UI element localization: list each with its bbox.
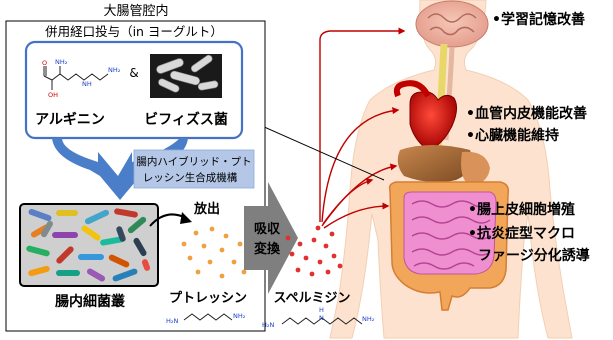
arginine-nh2-label-2: NH₂ <box>108 66 121 74</box>
effect-cardiac-function: •心臓機能維持 <box>466 127 559 144</box>
spermidine-nh2-label: NH₂ <box>362 315 375 323</box>
putrescine-nh2-label: NH₂ <box>233 312 246 320</box>
arginine-o-label: O <box>42 59 47 67</box>
mechanism-line2: レッシン生合成機構 <box>143 171 238 184</box>
gut-flora-label: 腸内細菌叢 <box>55 293 125 310</box>
effect-vascular-endothelium: •血管内皮機能改善 <box>466 105 587 122</box>
arginine-nh2-label: NH₂ <box>55 58 68 66</box>
spermidine-n-label: N <box>319 314 324 322</box>
spermidine-h-label: H <box>319 306 324 314</box>
spermidine-label: スペルミジン <box>273 291 350 306</box>
release-label: 放出 <box>193 201 220 217</box>
mechanism-line1: 腸内ハイブリッド・プト <box>136 155 251 168</box>
colon-title: 大腸管腔内 <box>103 3 168 19</box>
bifidobacteria-label: ビフィズス菌 <box>144 111 228 128</box>
arginine-oh-label: OH <box>48 91 58 99</box>
spermidine-h2n-label: H₂N <box>262 321 274 329</box>
effect-intestinal-epithelium: •腸上皮細胞増殖 <box>468 201 575 218</box>
amp-label: & <box>129 66 138 80</box>
absorb-line1: 吸収 <box>254 222 281 237</box>
human-body-illustration <box>330 0 572 338</box>
arginine-nh-label: NH <box>82 80 92 88</box>
brain-icon <box>416 1 488 47</box>
absorb-line2: 変換 <box>254 241 281 257</box>
effect-anti-inflammatory-macrophage: •抗炎症型マクロ <box>468 225 575 242</box>
effect-learning-memory: •学習記憶改善 <box>492 11 585 28</box>
putrescine-h2n-label: H₂N <box>166 317 178 325</box>
effect-macrophage-differentiation: ファージ分化誘導 <box>478 247 590 264</box>
combo-title: 併用経口投与（in ヨーグルト） <box>45 24 223 39</box>
putrescine-label: プトレッシン <box>169 291 247 306</box>
arginine-label: アルギニン <box>35 111 105 128</box>
liver-icon <box>398 145 472 182</box>
